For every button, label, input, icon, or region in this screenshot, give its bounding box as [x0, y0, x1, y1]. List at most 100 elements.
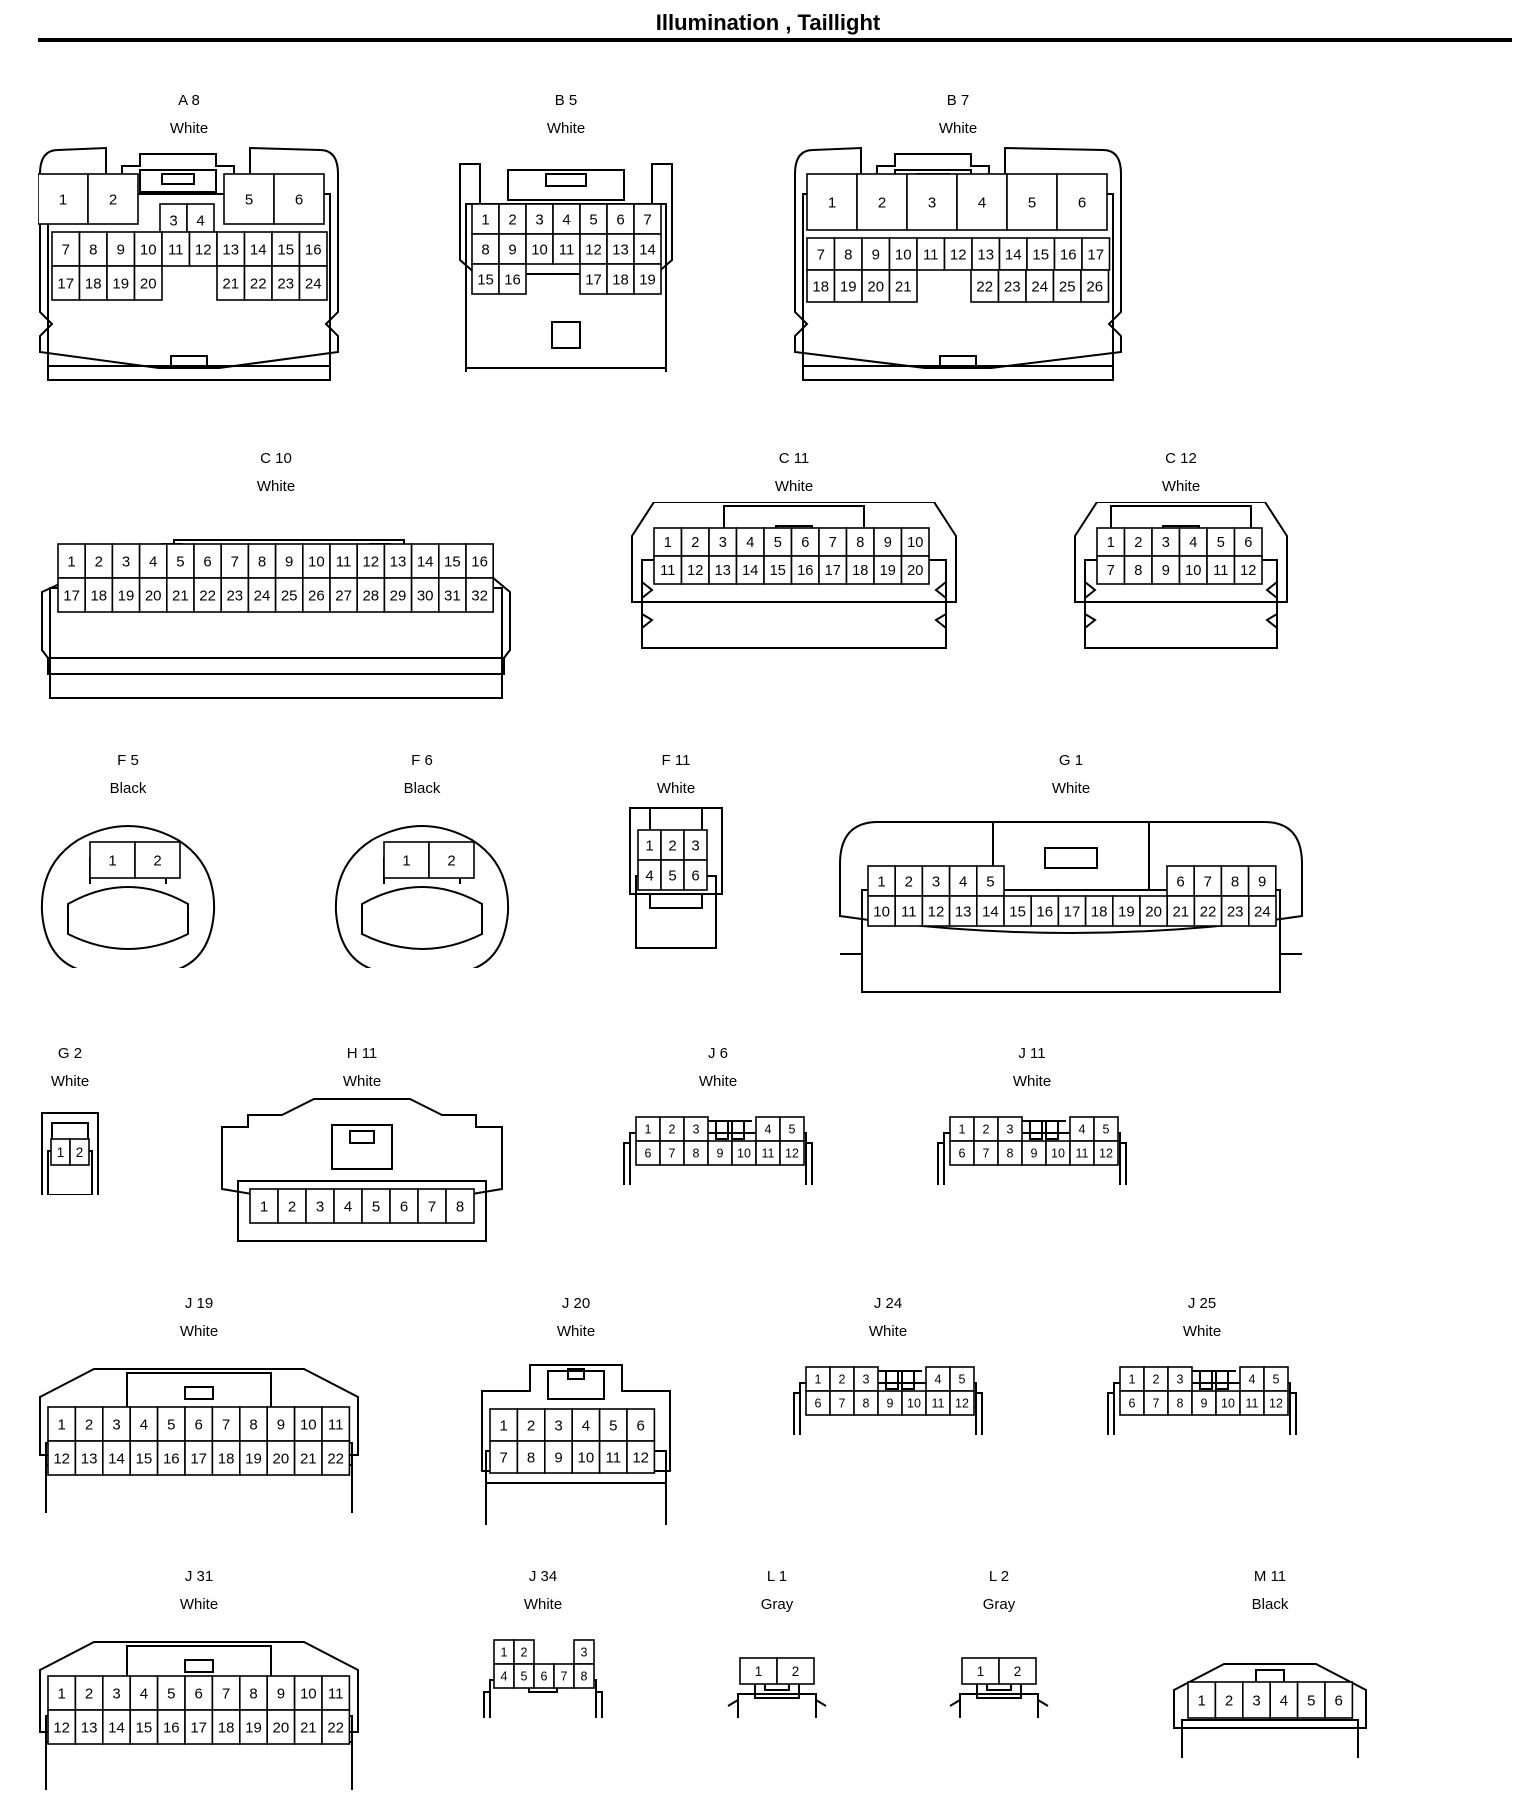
- pin-box: [57, 543, 87, 579]
- pin-number: 4: [1280, 1692, 1288, 1709]
- pin-box: [1178, 555, 1208, 585]
- pin-number: 1: [1198, 1692, 1206, 1709]
- pin-number: 12: [195, 241, 212, 258]
- pin-number: 5: [1307, 1692, 1315, 1709]
- pin-box: [1030, 895, 1060, 927]
- pin-box: [184, 1675, 214, 1711]
- pin-number: 9: [277, 1416, 285, 1433]
- pin-cell: 17: [818, 555, 848, 585]
- pin-number: 1: [57, 1145, 65, 1160]
- pin-number: 10: [907, 1396, 921, 1410]
- pin-number: 6: [203, 553, 211, 570]
- pin-number: 1: [664, 535, 672, 551]
- pin-cell: 7: [1096, 555, 1126, 585]
- pin-cell: 5: [156, 1675, 186, 1711]
- pin-number: 12: [928, 903, 945, 920]
- connector-color: White: [1182, 1323, 1222, 1340]
- pin-cell: 11: [161, 231, 191, 267]
- pin-number: 3: [316, 1198, 324, 1215]
- pin-cell: 12: [921, 895, 951, 927]
- pin-box: [266, 1675, 296, 1711]
- pin-box: [1239, 1366, 1265, 1392]
- pin-number: 12: [362, 553, 379, 570]
- pin-box: [873, 555, 903, 585]
- pin-cell: 21: [166, 577, 195, 613]
- pin-number: 2: [447, 852, 455, 869]
- pin-number: 22: [327, 1719, 344, 1736]
- pin-cell: 17: [51, 265, 81, 301]
- pin-number: 2: [109, 191, 117, 208]
- pin-cell: 7: [1143, 1390, 1169, 1416]
- lock-latch: [1044, 847, 1098, 869]
- pin-cell: 13: [216, 231, 246, 267]
- pin-number: 8: [1007, 1146, 1014, 1160]
- pin-number: 14: [417, 553, 434, 570]
- pin-cell: 1: [805, 1366, 831, 1392]
- pin-cell: 20: [138, 577, 168, 613]
- pin-cell: 6: [193, 543, 223, 579]
- pin-box: [888, 269, 918, 303]
- pin-number: 2: [691, 535, 699, 551]
- pin-number: 16: [163, 1450, 180, 1467]
- pin-cell: 6: [184, 1675, 214, 1711]
- pin-cell: 1: [50, 1138, 71, 1166]
- pin-number: 32: [471, 587, 488, 604]
- pin-number: 7: [1153, 1396, 1160, 1410]
- lock-tab: [1029, 1120, 1043, 1140]
- pin-number: 8: [693, 1146, 700, 1160]
- pin-number: 11: [1246, 1396, 1259, 1410]
- pin-box: [888, 237, 918, 271]
- pin-cell: 8: [516, 1440, 546, 1474]
- connector-id: J 20: [561, 1295, 591, 1312]
- pin-cell: 10: [293, 1406, 323, 1442]
- pin-cell: 3: [853, 1366, 879, 1392]
- pin-cell: 2: [1214, 1681, 1244, 1719]
- pin-number: 3: [581, 1645, 588, 1659]
- pin-number: 11: [762, 1146, 775, 1160]
- pin-box: [571, 1408, 601, 1442]
- pin-number: 24: [254, 587, 271, 604]
- pin-cell: 9: [266, 1675, 296, 1711]
- pin-box: [806, 173, 858, 231]
- pin-box: [997, 1116, 1023, 1142]
- pin-cell: 9: [861, 237, 891, 271]
- pin-box: [211, 1675, 241, 1711]
- pin-cell: 9: [873, 527, 903, 557]
- pin-box: [333, 1188, 363, 1224]
- pin-number: 11: [932, 1396, 945, 1410]
- pin-box: [249, 1188, 279, 1224]
- pin-box: [653, 555, 683, 585]
- pin-cell: 15: [129, 1709, 159, 1745]
- pin-number: 2: [527, 1417, 535, 1434]
- pin-number: 17: [825, 563, 841, 579]
- pin-cell: 12: [1093, 1140, 1119, 1166]
- pin-number: 25: [281, 587, 298, 604]
- pin-number: 3: [112, 1416, 120, 1433]
- pin-box: [383, 577, 413, 613]
- pin-box: [1025, 269, 1055, 303]
- pin-cell: 20: [266, 1440, 296, 1476]
- pin-cell: 2: [428, 841, 475, 879]
- pin-number: 26: [1086, 278, 1103, 295]
- pin-number: 10: [308, 553, 325, 570]
- pin-box: [166, 577, 195, 613]
- pin-cell: 13: [74, 1709, 104, 1745]
- pin-cell: 9: [1151, 555, 1181, 585]
- pin-number: 1: [645, 837, 653, 854]
- lock-latch: [184, 1659, 214, 1673]
- connector-color: White: [698, 1073, 738, 1090]
- pin-cell: 11: [1206, 555, 1236, 585]
- connector-color: Black: [1251, 1596, 1289, 1613]
- housing-face: [861, 889, 1281, 993]
- pin-box: [921, 895, 951, 927]
- connector-color: White: [179, 1323, 219, 1340]
- pin-number: 28: [362, 587, 379, 604]
- pin-number: 31: [444, 587, 461, 604]
- pin-box: [428, 841, 475, 879]
- pin-cell: 20: [266, 1709, 296, 1745]
